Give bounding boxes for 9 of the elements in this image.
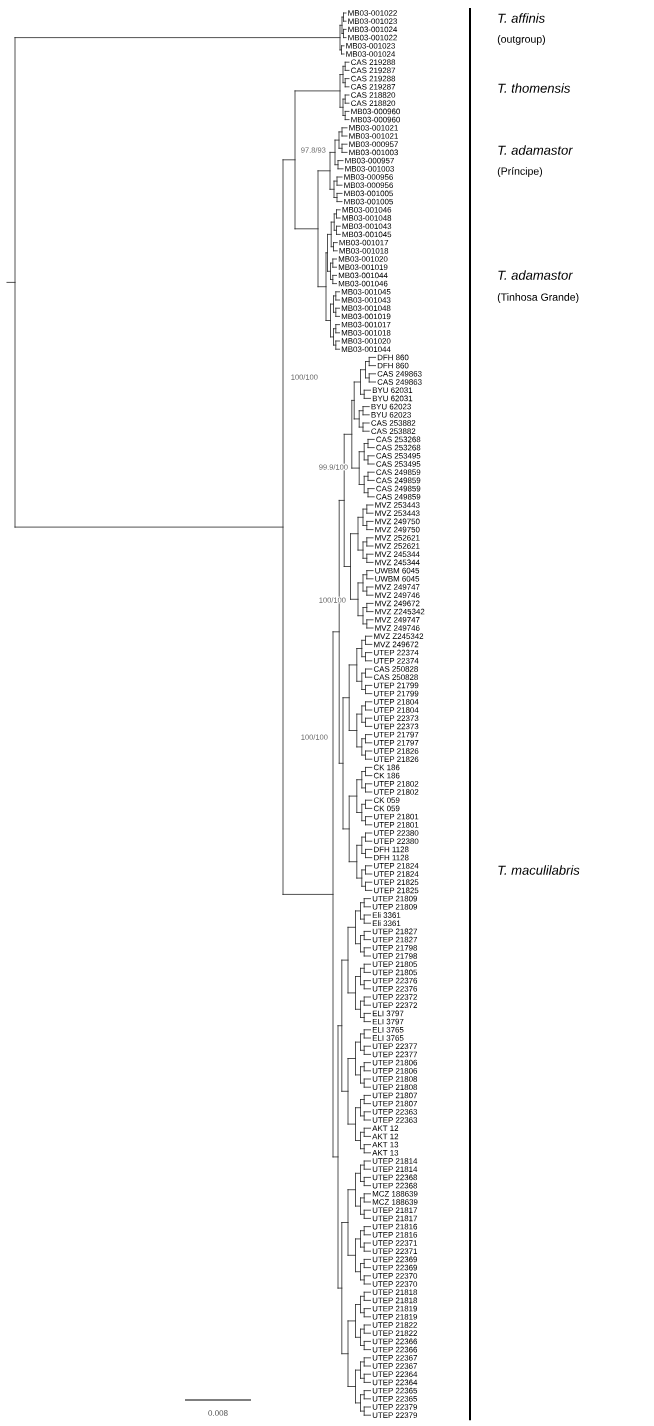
- clade-note: (Príncipe): [497, 167, 543, 177]
- scale-label: 0.008: [208, 1410, 228, 1416]
- clade-name: T. maculilabris: [498, 865, 580, 875]
- clade-name: T. thomensis: [498, 83, 571, 93]
- clade-name: T. affinis: [498, 13, 545, 23]
- clade-note: (outgroup): [497, 35, 545, 45]
- clade-name: T. adamastor: [498, 145, 574, 155]
- clade-name: T. adamastor: [498, 270, 574, 280]
- clade-note: (Tinhosa Grande): [497, 293, 579, 303]
